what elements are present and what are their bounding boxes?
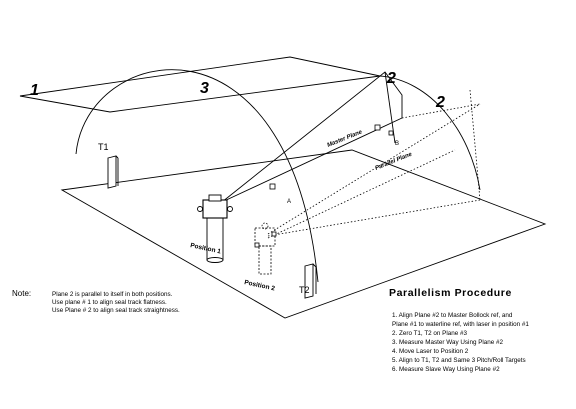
procedure-step: Plane #1 to waterline ref, with laser in…	[392, 321, 529, 328]
procedure-block: Parallelism Procedure 1. Align Plane #2 …	[389, 287, 529, 373]
note-line-2: Use plane # 1 to align seal track flatne…	[52, 299, 167, 306]
floor-plane-outline	[60, 149, 547, 319]
label-t1: T1	[98, 142, 109, 152]
target-post-t1	[107, 155, 119, 189]
target-marker-2	[374, 124, 381, 131]
master-plane	[221, 71, 403, 203]
arc-plane-3	[75, 69, 319, 283]
label-parallel-plane: Parallel Plane	[375, 151, 414, 171]
label-plane-2-alt: 2	[435, 94, 445, 111]
note-block: Note: Plane 2 is parallel to itself in b…	[12, 289, 180, 314]
laser-position-2	[254, 222, 276, 275]
target-marker-5	[271, 231, 277, 237]
label-point-b: B	[395, 141, 399, 147]
beam-line-1	[267, 103, 481, 235]
procedure-step: 6. Measure Slave Way Using Plane #2	[392, 366, 500, 373]
procedure-title: Parallelism Procedure	[389, 287, 512, 299]
label-t2: T2	[299, 285, 310, 295]
arc-plane-2-right	[379, 75, 481, 191]
procedure-step: 2. Zero T1, T2 on Plane #3	[392, 330, 468, 337]
note-line-3: Use Plane # 2 to align seal track straig…	[52, 307, 180, 314]
procedure-step: 1. Align Plane #2 to Master Bollock ref,…	[392, 312, 513, 319]
procedure-step: 4. Move Laser to Position 2	[392, 348, 469, 355]
procedure-step: 3. Measure Master Way Using Plane #2	[392, 339, 504, 346]
target-marker-3	[388, 130, 394, 136]
beam-line-3	[267, 149, 456, 239]
parallel-plane-vertical	[469, 89, 481, 201]
note-label: Note:	[12, 289, 31, 298]
label-position-2: Position 2	[244, 279, 276, 292]
label-master-plane: Master Plane	[327, 129, 364, 149]
label-plane-1: 1	[30, 82, 39, 99]
target-marker-4	[254, 242, 260, 248]
target-post-t2	[304, 263, 317, 299]
parallel-plane-edge	[401, 103, 481, 119]
procedure-step: 5. Align to T1, T2 and Same 3 Pitch/Roll…	[392, 357, 526, 364]
label-arc-3: 3	[200, 80, 209, 97]
beam-line-2	[267, 199, 481, 237]
target-marker-1	[269, 183, 276, 190]
laser-position-1	[197, 194, 233, 263]
note-line-1: Plane 2 is parallel to itself in both po…	[52, 291, 173, 298]
label-plane-2: 2	[386, 70, 396, 87]
label-point-a: A	[287, 199, 291, 205]
